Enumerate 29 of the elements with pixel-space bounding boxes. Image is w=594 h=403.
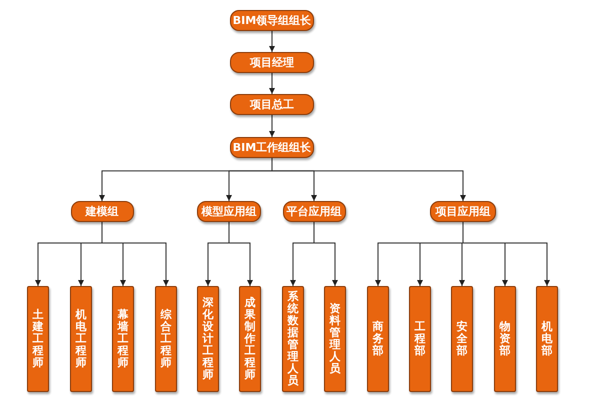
- role-box: 成果制作工程师: [239, 286, 261, 392]
- arrow: [228, 222, 253, 286]
- group-box: 项目应用组: [430, 201, 496, 222]
- title-box: BIM领导组组长: [230, 10, 314, 31]
- role-box: 幕墙工程师: [112, 286, 134, 392]
- role-box: 系统数据管理人员: [282, 286, 304, 392]
- arrow: [269, 30, 275, 52]
- group-box: 平台应用组: [282, 201, 346, 222]
- role-box: 深化设计工程师: [197, 286, 219, 392]
- title-box: 项目总工: [230, 94, 314, 115]
- arrow: [102, 222, 169, 286]
- role-box: 资料管理人员: [324, 286, 346, 392]
- role-box: 物资部: [494, 286, 516, 392]
- arrow: [462, 222, 550, 286]
- role-box: 商务部: [367, 286, 389, 392]
- group-box: 模型应用组: [197, 201, 261, 222]
- arrow: [314, 222, 338, 286]
- title-box: BIM工作组组长: [230, 137, 314, 158]
- role-box: 综合工程师: [155, 286, 177, 392]
- arrow: [269, 114, 275, 138]
- role-box: 机电部: [536, 286, 558, 392]
- role-box: 土建工程师: [27, 286, 49, 392]
- title-box: 项目经理: [230, 52, 314, 73]
- arrow: [272, 158, 466, 202]
- role-box: 安全部: [451, 286, 473, 392]
- role-box: 工程部: [409, 286, 431, 392]
- group-box: 建模组: [70, 201, 134, 222]
- arrow: [269, 72, 275, 94]
- role-box: 机电工程师: [70, 286, 92, 392]
